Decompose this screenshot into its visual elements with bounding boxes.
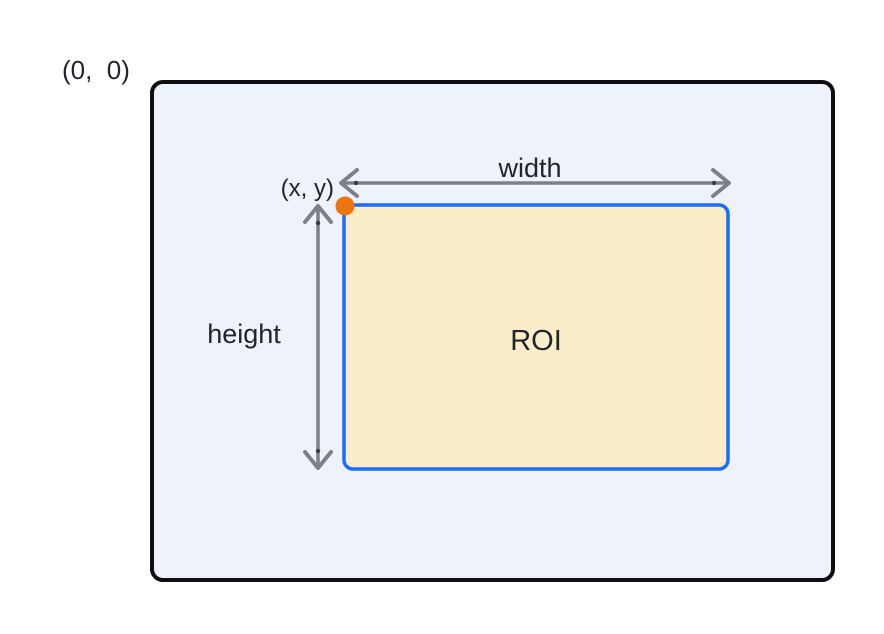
width-arrow-dot-left bbox=[353, 180, 359, 186]
height-arrowhead-bottom bbox=[303, 450, 333, 470]
origin-label: (0, 0) bbox=[62, 55, 130, 85]
height-label: height bbox=[207, 319, 281, 349]
height-arrow bbox=[303, 204, 333, 470]
roi-origin-point bbox=[335, 196, 355, 216]
height-arrow-dot-top bbox=[315, 220, 321, 226]
width-arrow-dot-right bbox=[711, 180, 717, 186]
width-arrowhead-right bbox=[711, 168, 731, 198]
roi-label: ROI bbox=[510, 325, 562, 357]
width-arrow bbox=[339, 168, 731, 198]
point-label: (x, y) bbox=[281, 175, 334, 202]
width-arrowhead-left bbox=[339, 168, 359, 198]
width-label: width bbox=[497, 153, 561, 183]
height-arrow-dot-bottom bbox=[315, 448, 321, 454]
roi-rect bbox=[342, 203, 730, 471]
height-arrowhead-top bbox=[303, 204, 333, 224]
